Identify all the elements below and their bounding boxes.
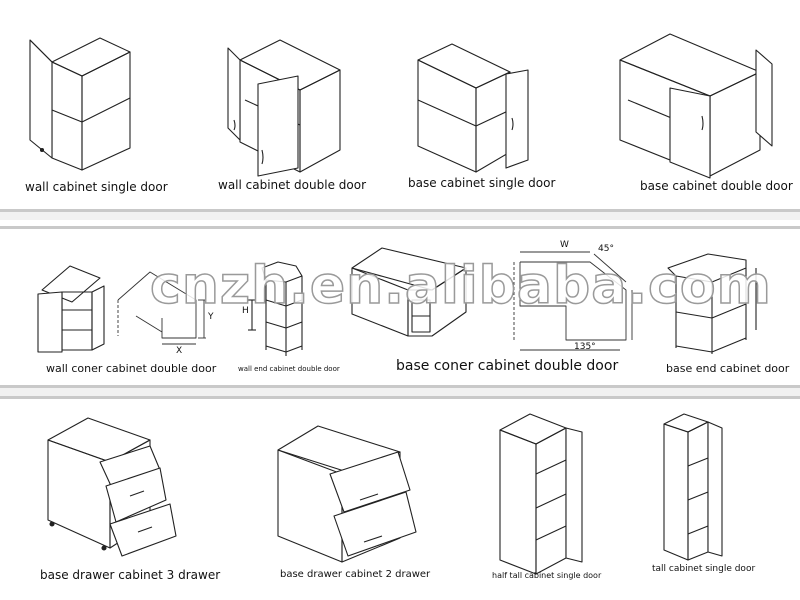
caption-half-tall-cabinet: half tall cabinet single door [492,571,602,580]
wall-cabinet-double-door-drawing [227,39,341,177]
dimension-label-angle1: 45° [598,244,614,254]
caption-tall-cabinet: tall cabinet single door [652,564,756,574]
caption-wall-cabinet-double-door: wall cabinet double door [218,178,367,192]
middle-row [0,226,800,388]
caption-wall-corner-cabinet: wall coner cabinet double door [46,362,217,375]
caption-base-corner-cabinet: base coner cabinet double door [396,358,619,374]
wall-end-cabinet-drawing [248,261,303,356]
watermark: cnzh.en.alibaba.com [149,255,772,317]
base-corner-plan-drawing [513,251,633,351]
caption-base-cabinet-single-door: base cabinet single door [408,176,556,190]
base-cabinet-double-door-drawing [619,33,773,179]
wall-corner-plan-drawing [117,271,206,345]
dimension-label-y: Y [208,312,214,322]
two-drawer-cabinet-drawing [277,425,417,563]
base-end-cabinet-drawing [667,253,757,354]
base-cabinet-single-door-drawing [417,43,529,173]
caption-base-drawer-cabinet-3: base drawer cabinet 3 drawer [40,568,221,582]
row-separator [0,388,800,396]
dimension-label-w: W [560,240,569,250]
bottom-row [0,396,800,600]
caption-base-cabinet-double-door: base cabinet double door [640,179,793,193]
row-separator [0,212,800,220]
top-row [0,0,800,212]
wall-corner-cabinet-drawing [37,265,105,353]
wall-cabinet-single-door-drawing [29,37,131,171]
half-tall-cabinet-drawing [499,413,583,575]
tall-cabinet-drawing [663,413,723,561]
dimension-label-angle2: 135° [574,342,596,352]
base-corner-cabinet-drawing [351,247,467,337]
three-drawer-cabinet-drawing [47,417,177,557]
caption-wall-end-cabinet: wall end cabinet double door [238,365,340,373]
caption-base-end-cabinet: base end cabinet door [666,362,790,375]
dimension-label-x: X [176,346,183,356]
caption-base-drawer-cabinet-2: base drawer cabinet 2 drawer [280,569,431,580]
dimension-label-h: H [242,306,249,316]
caption-wall-cabinet-single-door: wall cabinet single door [25,180,168,194]
